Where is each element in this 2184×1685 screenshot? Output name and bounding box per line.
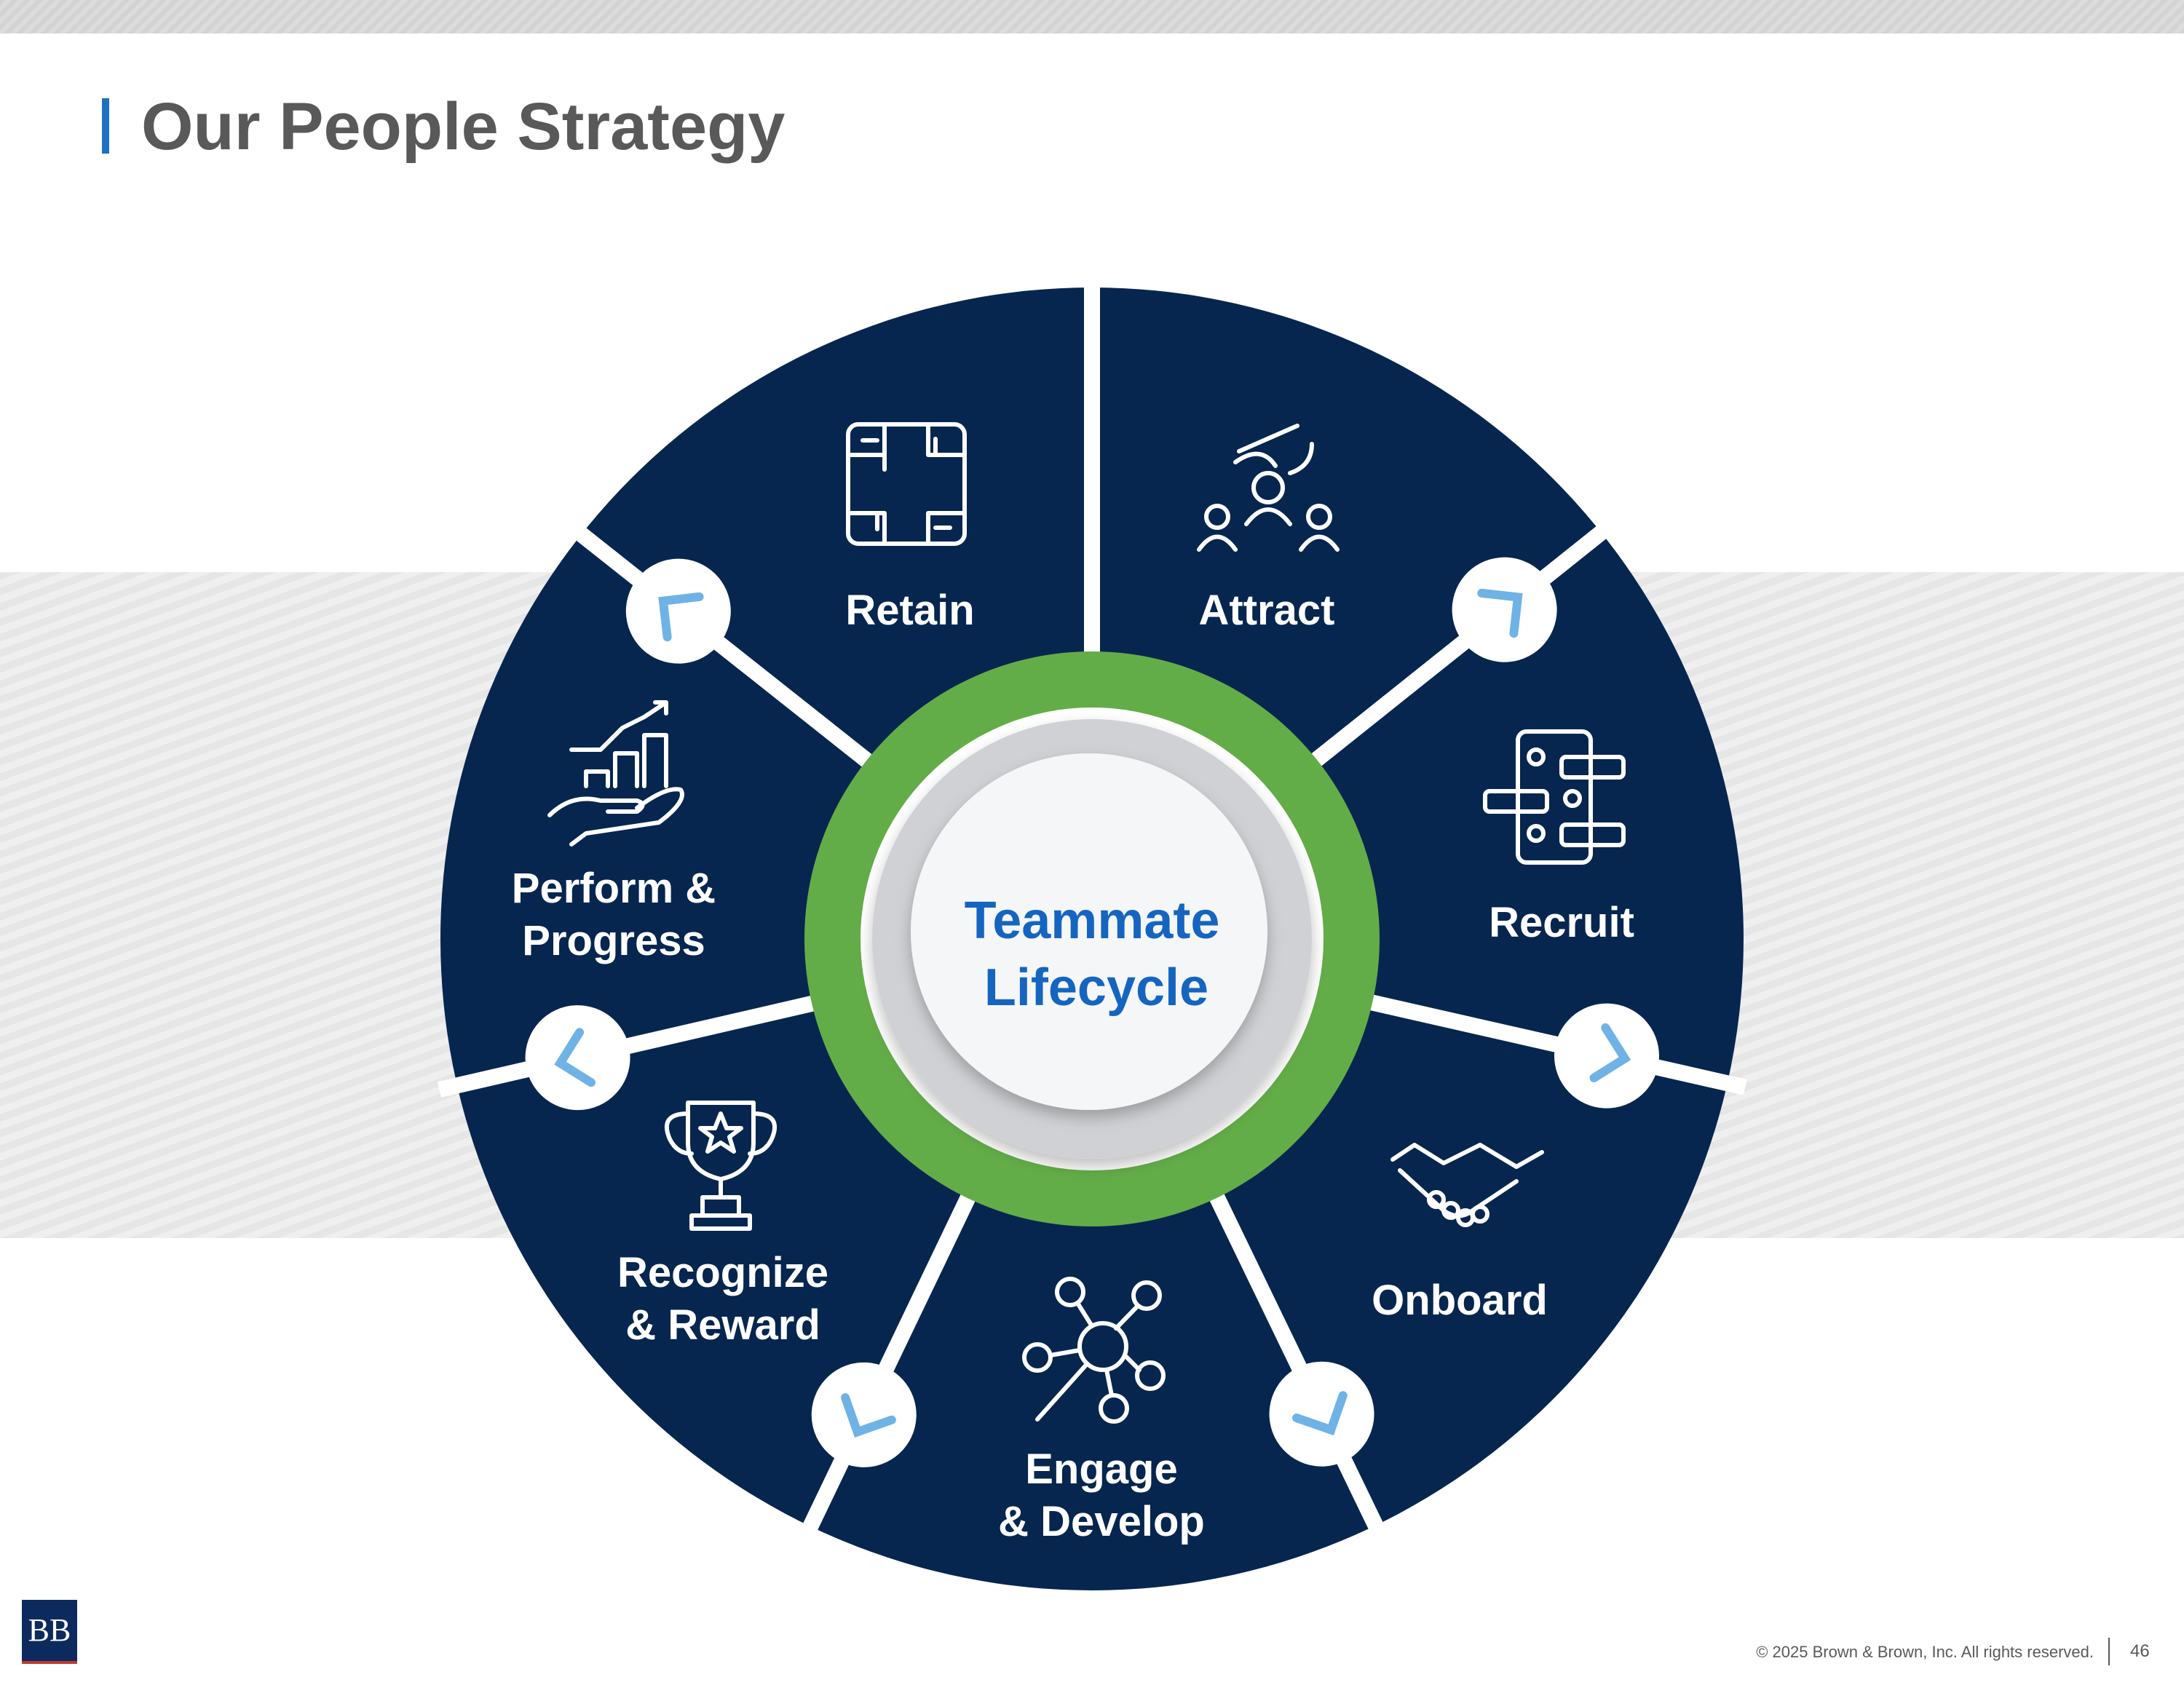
chevron-icon xyxy=(658,592,704,642)
people-magnet-icon-stroke xyxy=(1197,534,1238,552)
hands-circle-icon-stroke xyxy=(860,437,952,531)
growth-hand-icon-stroke xyxy=(547,796,645,817)
people-magnet-icon-stroke xyxy=(1251,471,1285,504)
trophy-icon-stroke xyxy=(698,1111,743,1154)
segment-divider xyxy=(1345,989,1747,1095)
chevron-icon xyxy=(1477,588,1523,638)
direction-arrow xyxy=(1554,1003,1659,1109)
direction-arrow xyxy=(1452,557,1557,662)
people-magnet-icon-stroke xyxy=(1244,507,1292,526)
candidate-profiles-icon-stroke xyxy=(1527,748,1546,766)
segment-divider xyxy=(438,990,839,1098)
growth-hand-icon-stroke xyxy=(584,733,668,788)
people-magnet-icon-stroke xyxy=(1233,424,1314,475)
people-magnet-icon xyxy=(1197,424,1340,552)
arrow-circle xyxy=(811,1362,917,1467)
segment-label-line: Progress xyxy=(522,917,705,964)
people-magnet-icon-stroke xyxy=(1299,534,1340,552)
center-label-line2: Lifecycle xyxy=(984,959,1208,1017)
candidate-profiles-icon-stroke xyxy=(1516,729,1593,865)
wheel-base xyxy=(438,269,1747,1590)
segment-divider xyxy=(1291,515,1621,782)
page-number: 46 xyxy=(2130,1641,2150,1661)
center-label-line1: Teammate xyxy=(965,892,1220,950)
people-magnet-icon-stroke xyxy=(1306,504,1332,530)
network-search-icon-stroke xyxy=(1055,1277,1085,1307)
segment-label-line: Perform & xyxy=(512,865,716,912)
segment-label: Recruit xyxy=(1489,899,1634,946)
segment-label: Recognize & Reward xyxy=(617,1249,828,1349)
hands-circle-icon-stroke xyxy=(846,422,967,546)
top-decorative-band xyxy=(0,0,2184,33)
candidate-profiles-icon xyxy=(1483,729,1626,865)
growth-hand-icon-stroke xyxy=(569,700,668,752)
wheel-center: Teammate Lifecycle xyxy=(965,892,1220,1017)
direction-arrow xyxy=(811,1362,917,1467)
title-accent-bar xyxy=(102,98,109,154)
brown-and-brown-logo: BB xyxy=(22,1600,77,1664)
hands-circle-icon xyxy=(846,422,967,546)
network-search-icon-stroke xyxy=(1035,1301,1142,1422)
segment-label-line: & Reward xyxy=(625,1301,820,1349)
people-magnet-icon-stroke xyxy=(1204,504,1230,530)
growth-hand-icon-stroke xyxy=(569,787,684,847)
segment-label-line: & Develop xyxy=(998,1498,1205,1545)
segment-label-line: Onboard xyxy=(1372,1277,1548,1324)
arrow-circle xyxy=(625,558,731,664)
handshake-icon-stroke xyxy=(1427,1190,1446,1209)
arrow-circle xyxy=(525,1005,630,1111)
arrow-circle xyxy=(1452,557,1557,662)
segment-label: Engage & Develop xyxy=(998,1446,1205,1545)
trophy-icon xyxy=(665,1101,777,1231)
segment-label: Attract xyxy=(1199,587,1335,634)
candidate-profiles-icon-stroke xyxy=(1527,824,1546,843)
direction-arrow xyxy=(625,558,731,664)
growth-hand-icon xyxy=(547,700,684,847)
candidate-profiles-icon-stroke xyxy=(1559,822,1626,847)
network-search-icon-stroke xyxy=(1022,1342,1053,1373)
segment-label-line: Attract xyxy=(1199,587,1335,634)
segment-icons xyxy=(547,422,1626,1424)
network-search-icon-stroke xyxy=(1077,1321,1128,1372)
page-title: Our People Strategy xyxy=(141,90,786,164)
handshake-icon-stroke xyxy=(1390,1143,1544,1169)
candidate-profiles-icon-stroke xyxy=(1559,755,1626,780)
hands-circle-icon-stroke xyxy=(846,422,967,546)
network-search-icon-stroke xyxy=(1131,1280,1162,1311)
segment-divider xyxy=(1198,1171,1391,1546)
trophy-icon-stroke xyxy=(689,1177,752,1231)
chevron-icon xyxy=(841,1393,896,1438)
chevron-icon xyxy=(1589,1023,1631,1082)
direction-arrow xyxy=(1269,1361,1374,1467)
arrow-circle xyxy=(1554,1003,1659,1109)
segment-label-line: Engage xyxy=(1025,1446,1178,1493)
footer-divider xyxy=(2108,1638,2110,1665)
network-search-icon-stroke xyxy=(1135,1360,1166,1391)
arrow-circle xyxy=(1269,1361,1374,1467)
segment-label-line: Retain xyxy=(845,587,974,634)
segment-label: Retain xyxy=(845,587,974,634)
candidate-profiles-icon-stroke xyxy=(1483,789,1549,814)
segment-divider xyxy=(562,516,892,783)
chevron-icon xyxy=(554,1028,596,1087)
candidate-profiles-icon-stroke xyxy=(1563,789,1582,808)
segment-label: Onboard xyxy=(1372,1277,1548,1324)
network-search-icon xyxy=(1022,1277,1166,1424)
handshake-icon-stroke xyxy=(1441,1201,1460,1220)
segment-label-line: Recruit xyxy=(1489,899,1634,946)
segment-label-line: Recognize xyxy=(617,1249,828,1296)
center-disc xyxy=(911,753,1267,1110)
segment-divider xyxy=(795,1171,986,1547)
segment-label: Perform & Progress xyxy=(512,865,716,964)
handshake-icon xyxy=(1390,1143,1544,1227)
chevron-icon xyxy=(1292,1391,1348,1436)
trophy-icon-stroke xyxy=(665,1111,777,1156)
direction-arrow xyxy=(525,1005,630,1111)
handshake-icon-stroke xyxy=(1471,1205,1489,1224)
footer-copyright: © 2025 Brown & Brown, Inc. All rights re… xyxy=(1756,1643,2094,1661)
